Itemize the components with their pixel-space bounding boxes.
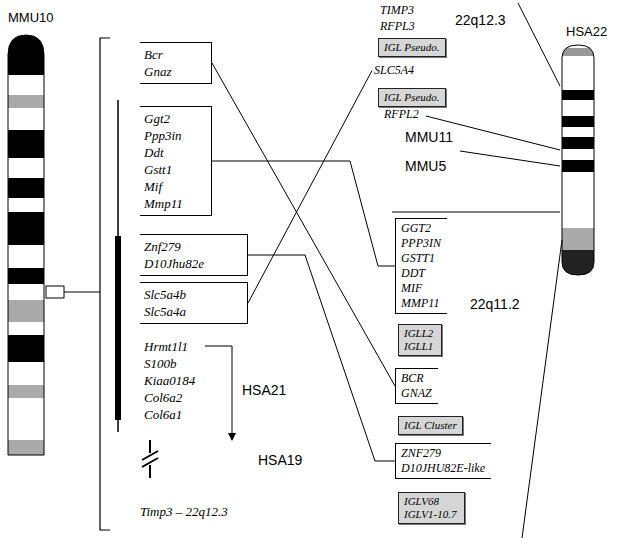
arrow-line xyxy=(205,346,232,440)
band xyxy=(8,440,44,455)
band-label: 22q12.3 xyxy=(455,12,506,29)
band xyxy=(562,137,594,149)
gene-text: Ggt2 Ppp3in Ddt Gstt1 Mif Mmp11 xyxy=(144,110,185,212)
band xyxy=(562,116,594,127)
homology-line xyxy=(212,63,395,386)
gene-text: ZNF279 D10JHU82E-like xyxy=(401,446,487,476)
locus-box: IGL Pseudo. xyxy=(378,88,446,107)
band xyxy=(562,160,594,172)
region-marker xyxy=(46,286,64,298)
chromosome-label: HSA21 xyxy=(242,382,286,399)
gene-group: Znf279 D10Jhu82e xyxy=(140,234,248,276)
mouse-chromosome-bands xyxy=(8,35,44,455)
gene-label: Col6a1 xyxy=(144,406,182,423)
chromosome-outline xyxy=(562,45,594,275)
gene-text: Slc5a4b Slc5a4a xyxy=(144,286,188,320)
gene-label: Kiaa0184 xyxy=(144,372,195,389)
gene-name: SLC5A4 xyxy=(372,62,417,79)
gene-label: Timp3 – 22q12.3 xyxy=(140,503,228,520)
gene-text: IGL Pseudo. xyxy=(384,91,439,104)
band xyxy=(8,35,44,455)
gene-group: Slc5a4b Slc5a4a xyxy=(140,282,248,324)
gene-group: Ggt2 Ppp3in Ddt Gstt1 Mif Mmp11 xyxy=(140,106,212,216)
break-symbol xyxy=(149,440,151,453)
chromosome-label: HSA19 xyxy=(258,452,302,469)
band xyxy=(8,335,44,362)
zoom-line xyxy=(460,151,560,166)
gene-label: Hrmt1l1 xyxy=(144,338,188,355)
gene-text: IGL Cluster xyxy=(404,419,457,432)
chromosome-label: MMU11 xyxy=(405,129,453,146)
zoom-line xyxy=(518,3,560,86)
band-label: 22q11.2 xyxy=(470,296,520,313)
chromosome-name: MMU10 xyxy=(8,10,54,26)
chromosome-label: MMU5 xyxy=(405,158,446,175)
gene-group: ZNF279 D10JHU82E-like xyxy=(395,443,491,479)
band xyxy=(562,250,594,275)
break-symbol xyxy=(149,465,151,478)
bracket xyxy=(100,38,110,530)
locus-box: IGL Pseudo. xyxy=(378,38,446,57)
band xyxy=(8,178,44,198)
band xyxy=(562,45,594,275)
gene-text: Bcr Gnaz xyxy=(144,46,174,80)
band xyxy=(562,48,594,56)
locus-box: IGLL2 IGLL1 xyxy=(398,324,442,356)
band xyxy=(8,212,44,245)
gene-label: S100b xyxy=(144,355,177,372)
zoom-line xyxy=(522,240,562,538)
band xyxy=(8,268,44,284)
gene-group: GGT2 PPP3IN GSTT1 DDT MIF MMP11 xyxy=(395,218,447,314)
leader-line xyxy=(64,292,100,293)
homology-line xyxy=(248,255,395,461)
gene-text: IGLL2 IGLL1 xyxy=(404,327,436,353)
gene-text: BCR GNAZ xyxy=(401,371,434,401)
band xyxy=(8,95,44,108)
human-chromosome-bands xyxy=(562,45,594,275)
gene-text: IGLV68 IGLV1-10.7 xyxy=(404,495,459,521)
chromosome-outline xyxy=(8,35,44,455)
band xyxy=(8,35,44,75)
homology-line xyxy=(248,71,372,304)
homology-line xyxy=(212,161,395,266)
locus-box: IGLV68 IGLV1-10.7 xyxy=(398,492,465,524)
band xyxy=(8,130,44,158)
locus-box: IGL Cluster xyxy=(398,416,463,435)
chromosome-name: HSA22 xyxy=(566,24,607,40)
gene-label: RFPL3 xyxy=(380,19,415,34)
region-bar xyxy=(115,236,121,420)
zoom-line xyxy=(392,212,560,213)
gene-text: IGL Pseudo. xyxy=(384,41,439,54)
gene-text: GGT2 PPP3IN GSTT1 DDT MIF MMP11 xyxy=(401,221,443,311)
gene-label: TIMP3 xyxy=(380,3,414,18)
band xyxy=(562,228,594,250)
gene-label: Col6a2 xyxy=(144,389,182,406)
band xyxy=(8,385,44,398)
gene-label: RFPL2 xyxy=(384,107,419,122)
band xyxy=(562,90,594,100)
gene-group: BCR GNAZ xyxy=(395,368,438,404)
gene-group: Bcr Gnaz xyxy=(140,42,212,84)
gene-text: Znf279 D10Jhu82e xyxy=(144,238,206,272)
gene-text: SLC5A4 xyxy=(374,63,414,78)
band xyxy=(8,300,44,322)
